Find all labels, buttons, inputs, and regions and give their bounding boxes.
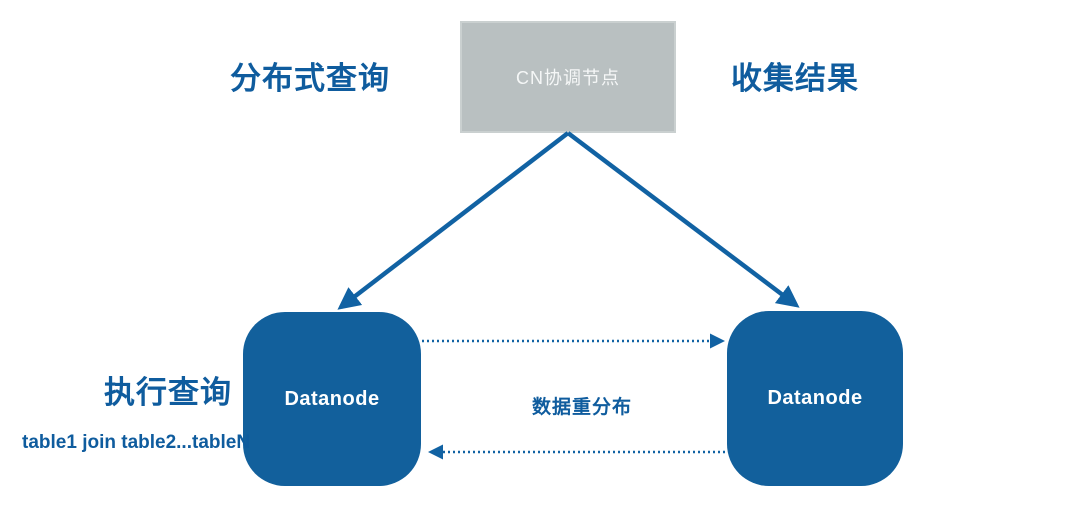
label-distributed-query: 分布式查询 xyxy=(230,61,390,96)
label-data-redistribution: 数据重分布 xyxy=(532,397,633,418)
label-execute-query: 执行查询 xyxy=(104,375,232,410)
cn-node-label: CN协调节点 xyxy=(516,68,620,88)
left-datanode-label: Datanode xyxy=(284,387,380,410)
label-collect-results: 收集结果 xyxy=(731,61,859,96)
cn-coordinator-node: CN协调节点 xyxy=(460,21,676,133)
right-datanode: Datanode xyxy=(727,311,903,486)
right-datanode-label: Datanode xyxy=(767,387,863,409)
left-datanode: Datanode xyxy=(243,312,421,486)
arrow-cn-to-left-datanode xyxy=(337,131,570,310)
label-sql-join: table1 join table2...tableN xyxy=(22,432,251,453)
arrow-cn-to-right-datanode xyxy=(566,131,800,308)
